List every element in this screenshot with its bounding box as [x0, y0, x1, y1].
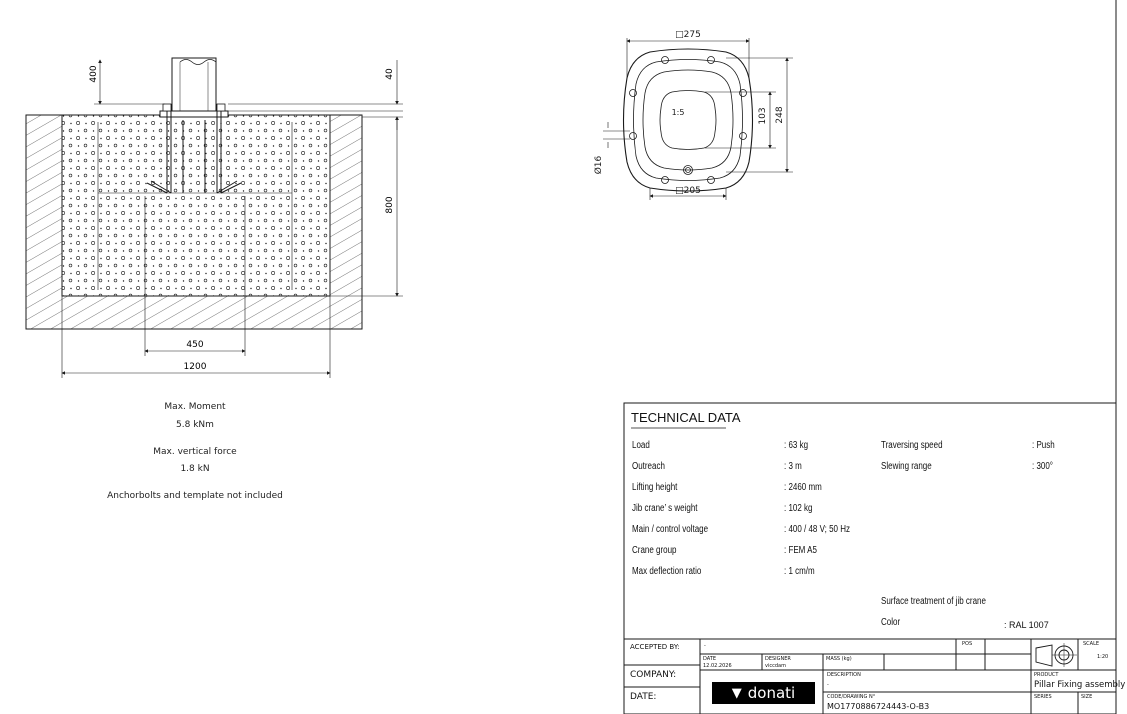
- pos-label: POS: [962, 641, 973, 647]
- dim-plate-inner: 103: [758, 107, 768, 124]
- force-label: Max. vertical force: [153, 447, 237, 457]
- td-label-deflection: Max deflection ratio: [632, 566, 702, 577]
- moment-label: Max. Moment: [164, 402, 226, 412]
- break-line: [179, 59, 217, 65]
- mass-label: MASS (kg): [826, 656, 852, 662]
- designer-value: viccdam: [765, 663, 786, 669]
- product-value: Pillar Fixing assembly: [1034, 680, 1126, 690]
- td-value-voltage: : 400 / 48 V; 50 Hz: [784, 524, 850, 535]
- td-value-color: : RAL 1007: [1004, 620, 1049, 630]
- base-plate: [159, 110, 229, 118]
- td-label-color: Color: [881, 617, 901, 628]
- date-value: 12.02.2026: [703, 663, 732, 669]
- scale-label: SCALE: [1083, 641, 1100, 647]
- page-frame: [624, 0, 1117, 714]
- td-label-outreach: Outreach: [632, 461, 665, 472]
- projection-symbol-icon: [1035, 643, 1077, 667]
- foundation-section: 400 40 800 450 1200: [25, 57, 403, 378]
- td-label-slewing-range: Slewing range: [881, 461, 932, 472]
- force-value: 1.8 kN: [180, 464, 210, 474]
- date-big-label: DATE:: [630, 692, 657, 702]
- td-value-deflection: : 1 cm/m: [784, 566, 815, 577]
- dim-plate-outer: □275: [675, 30, 701, 40]
- concrete-block: [62, 115, 330, 296]
- dim-anchor-spacing: 450: [186, 340, 203, 350]
- anchor-bolts: [146, 104, 242, 194]
- td-label-load: Load: [632, 440, 650, 451]
- size-label: SIZE: [1081, 694, 1093, 700]
- company-label: COMPANY:: [630, 670, 677, 680]
- scale-value: 1:20: [1097, 654, 1109, 660]
- td-value-crane-group: : FEM A5: [784, 545, 817, 556]
- td-value-load: : 63 kg: [784, 440, 809, 451]
- dim-hole-diameter: Ø16: [593, 155, 604, 174]
- disclaimer-note: Anchorbolts and template not included: [107, 491, 283, 501]
- technical-data-title: TECHNICAL DATA: [631, 410, 741, 425]
- accepted-by-value: -: [704, 643, 706, 649]
- accepted-by-label: ACCEPTED BY:: [630, 643, 680, 651]
- dim-anchor-top: 400: [89, 65, 99, 82]
- dim-depth: 800: [385, 196, 395, 213]
- td-value-crane-weight: : 102 kg: [784, 503, 813, 514]
- td-label-surface-treatment: Surface treatment of jib crane: [881, 596, 986, 607]
- detail-scale: 1:5: [672, 108, 685, 117]
- moment-value: 5.8 kNm: [176, 420, 214, 430]
- td-value-outreach: : 3 m: [784, 461, 802, 472]
- dim-plate-height: 248: [775, 106, 785, 123]
- title-block-frame: [623, 402, 1117, 714]
- code-label: CODE/DRAWING N°: [827, 694, 876, 700]
- td-value-slewing-range: : 300°: [1032, 461, 1053, 472]
- td-value-lifting-height: : 2460 mm: [784, 482, 822, 493]
- description-value: -: [827, 682, 829, 688]
- dim-bolt-spacing: □205: [675, 186, 701, 196]
- td-value-traversing-speed: : Push: [1032, 440, 1055, 451]
- plate-top-view: □275 □205 248 103 Ø16 1:5: [593, 30, 793, 200]
- donati-logo-text: donati: [747, 684, 796, 702]
- designer-label: DESIGNER: [765, 656, 791, 662]
- donati-logo: ▼ donati: [712, 682, 815, 704]
- td-label-crane-group: Crane group: [632, 545, 677, 556]
- series-label: SERIES: [1034, 694, 1052, 700]
- td-label-crane-weight: Jib crane’ s weight: [632, 503, 698, 514]
- dim-plate-thickness: 40: [385, 68, 395, 80]
- rebar: [97, 122, 293, 296]
- description-label: DESCRIPTION: [827, 672, 861, 678]
- product-label: PRODUCT: [1034, 672, 1059, 678]
- td-label-voltage: Main / control voltage: [632, 524, 709, 535]
- date-label: DATE: [703, 656, 717, 662]
- dim-foundation-width: 1200: [184, 362, 207, 372]
- pillar-column: [171, 57, 217, 112]
- td-label-traversing-speed: Traversing speed: [881, 440, 943, 451]
- code-value: MO1770886724443-O-B3: [827, 702, 930, 711]
- td-label-lifting-height: Lifting height: [632, 482, 678, 493]
- donati-logo-icon: ▼: [731, 685, 742, 701]
- foundation-dimensions: [61, 59, 403, 378]
